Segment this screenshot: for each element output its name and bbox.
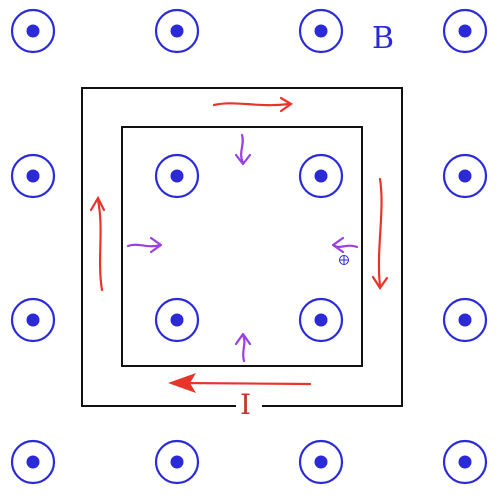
field-out-of-page-icon	[298, 297, 344, 343]
field-out-of-page-icon	[10, 153, 56, 199]
field-out-of-page-icon	[298, 8, 344, 54]
inner-loop-edge	[121, 126, 363, 367]
current-arrows	[89, 96, 389, 386]
induced-field-arrows	[126, 133, 359, 363]
field-out-of-page-icon	[442, 8, 488, 54]
field-out-of-page-icon	[154, 153, 200, 199]
field-out-of-page-icon	[298, 439, 344, 485]
current-arrow-top	[212, 102, 291, 107]
field-out-of-page-icon	[154, 297, 200, 343]
induced-arrow-left	[126, 243, 162, 248]
induced-arrow-right	[332, 243, 359, 249]
field-out-of-page-icon	[442, 439, 488, 485]
field-out-of-page-icon	[442, 153, 488, 199]
field-out-of-page-icon	[10, 8, 56, 54]
current-label: I	[240, 388, 251, 421]
current-arrow-left	[96, 198, 104, 292]
induced-arrow-bottom	[241, 333, 246, 363]
field-out-of-page-icon	[154, 439, 200, 485]
induced-arrow-top	[240, 133, 245, 165]
field-out-of-page-icon	[10, 439, 56, 485]
field-out-of-page-icon	[298, 153, 344, 199]
current-arrow-right	[377, 177, 383, 288]
field-label: B	[372, 21, 394, 56]
circled-plus-icon	[339, 255, 349, 265]
field-out-of-page-icon	[154, 8, 200, 54]
magnetic-field-markers	[10, 8, 488, 485]
field-out-of-page-icon	[10, 297, 56, 343]
current-label-gap	[236, 398, 262, 414]
field-out-of-page-icon	[442, 297, 488, 343]
current-arrow-bottom	[180, 381, 312, 386]
current-arrowhead-bottom	[168, 373, 196, 393]
